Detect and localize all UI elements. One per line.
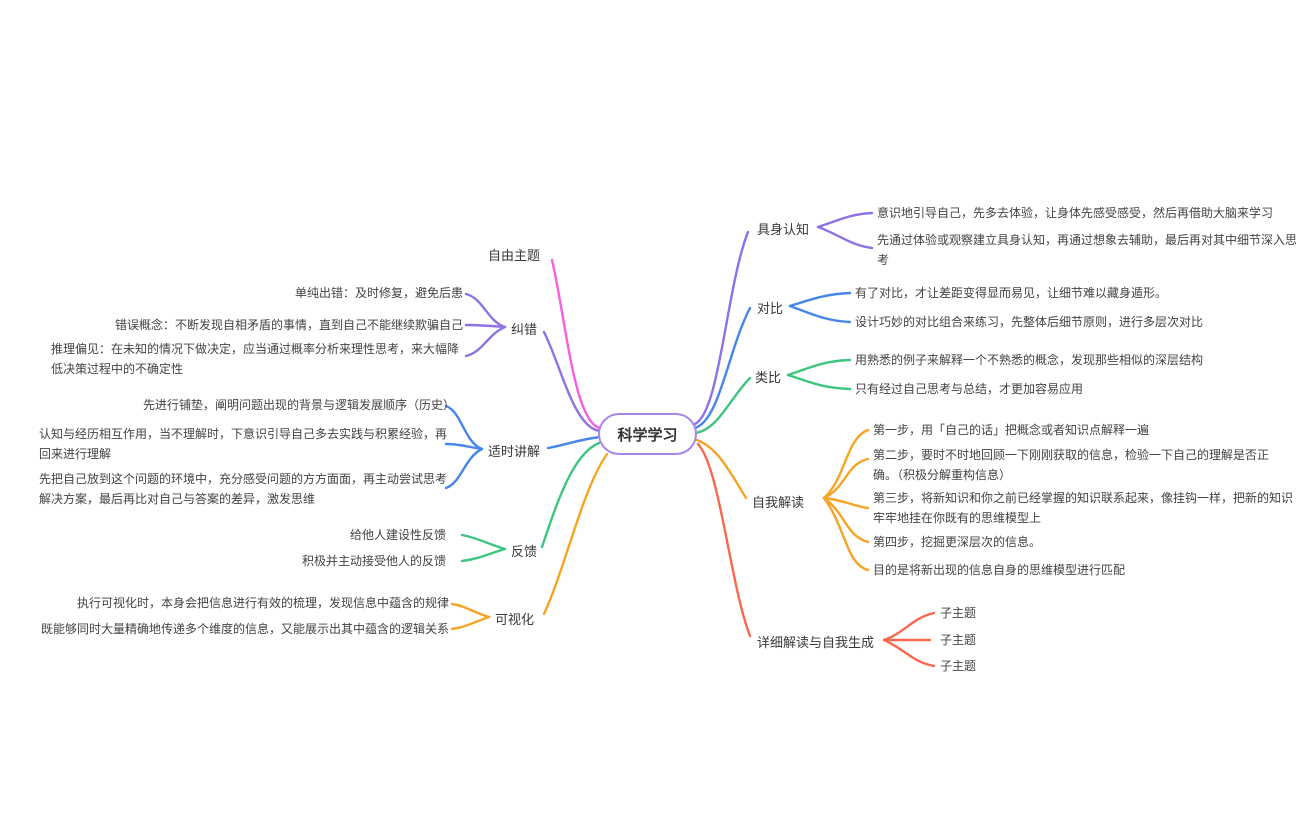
- branch-correct-errors[interactable]: 纠错: [511, 322, 538, 337]
- branch-timely-explain[interactable]: 适时讲解: [488, 444, 541, 459]
- fan-feedback-2: [460, 547, 507, 563]
- leaf-subtopic-3[interactable]: 子主题: [940, 659, 977, 673]
- connector-correct-errors: [542, 330, 602, 433]
- leaf-self-explain-1[interactable]: 第一步，用「自己的话」把概念或者知识点解释一遍: [873, 423, 1150, 437]
- leaf-correct-errors-3[interactable]: 推理偏见：在未知的情况下做决定，应当通过概率分析来理性思考，来大幅降低决策过程中…: [51, 342, 460, 376]
- branch-free-topic[interactable]: 自由主题: [488, 248, 541, 263]
- fan-contrast-1: [788, 291, 852, 308]
- fan-visualization-1: [450, 602, 491, 619]
- leaf-timely-explain-2[interactable]: 认知与经历相互作用，当不理解时，下意识引导自己多去实践与积累经验，再回来进行理解: [39, 427, 448, 461]
- leaf-contrast-1[interactable]: 有了对比，才让差距变得显而易见，让细节难以藏身遁形。: [855, 286, 1168, 300]
- leaf-visualization-2[interactable]: 既能够同时大量精确地传递多个维度的信息，又能展示出其中蕴含的逻辑关系: [40, 622, 449, 636]
- branch-feedback[interactable]: 反馈: [511, 544, 538, 559]
- branch-self-explanation[interactable]: 自我解读: [752, 495, 805, 510]
- connector-visualization: [542, 452, 609, 616]
- fan-analogy-2: [786, 373, 852, 391]
- fan-detailed-1: [882, 611, 936, 642]
- leaf-subtopic-2[interactable]: 子主题: [940, 633, 977, 647]
- branch-embodied-cognition[interactable]: 具身认知: [757, 222, 810, 237]
- connector-self-explanation: [695, 438, 748, 500]
- leaf-embodied-1[interactable]: 意识地引导自己，先多去体验，让身体先感受感受，然后再借助大脑来学习: [877, 206, 1274, 220]
- branch-visualization[interactable]: 可视化: [495, 612, 535, 627]
- leaf-analogy-2[interactable]: 只有经过自己思考与总结，才更加容易应用: [855, 382, 1084, 396]
- leaf-correct-errors-1[interactable]: 单纯出错：及时修复，避免后患: [294, 286, 463, 300]
- fan-self-explain-5: [822, 496, 870, 572]
- leaf-feedback-1[interactable]: 给他人建设性反馈: [349, 528, 446, 542]
- fan-self-explain-4: [822, 496, 870, 544]
- connector-detailed-reading: [696, 442, 752, 638]
- fan-contrast-2: [788, 304, 852, 324]
- connector-contrast: [693, 306, 752, 430]
- leaf-visualization-1[interactable]: 执行可视化时，本身会把信息进行有效的梳理，发现信息中蕴含的规律: [76, 596, 449, 610]
- fan-visualization-2: [450, 615, 491, 631]
- fan-correct-errors-2: [464, 323, 507, 329]
- leaf-contrast-2[interactable]: 设计巧妙的对比组合来练习，先整体后细节原则，进行多层次对比: [855, 315, 1204, 329]
- branch-detailed-reading[interactable]: 详细解读与自我生成: [757, 635, 875, 650]
- fan-timely-explain-1: [444, 404, 484, 451]
- leaf-correct-errors-2[interactable]: 错误概念：不断发现自相矛盾的事情，直到自己不能继续欺骗自己: [114, 318, 463, 332]
- connector-free-topic: [550, 258, 602, 430]
- leaf-timely-explain-1[interactable]: 先进行铺垫，阐明问题出现的背景与逻辑发展顺序（历史）: [142, 398, 455, 412]
- branch-contrast[interactable]: 对比: [757, 301, 784, 316]
- connector-timely-explain: [546, 435, 602, 450]
- fan-embodied-2: [816, 225, 874, 250]
- leaf-self-explain-3[interactable]: 第三步，将新知识和你之前已经掌握的知识联系起来，像挂钩一样，把新的知识牢牢地挂在…: [873, 491, 1294, 525]
- fan-correct-errors-3: [464, 325, 507, 358]
- central-topic-node[interactable]: 科学学习: [598, 413, 697, 455]
- fan-self-explain-2: [822, 457, 870, 500]
- fan-feedback-1: [460, 533, 507, 551]
- fan-correct-errors-1: [464, 292, 507, 329]
- fan-analogy-1: [786, 358, 852, 377]
- connector-feedback: [540, 441, 601, 549]
- connector-analogy: [693, 376, 752, 435]
- fan-timely-explain-2: [444, 442, 484, 451]
- leaf-self-explain-5[interactable]: 目的是将新出现的信息自身的思维模型进行匹配: [873, 563, 1126, 577]
- fan-self-explain-3: [822, 496, 870, 510]
- connector-embodied-cognition: [693, 230, 750, 426]
- leaf-self-explain-4[interactable]: 第四步，挖掘更深层次的信息。: [873, 535, 1042, 549]
- leaf-feedback-2[interactable]: 积极并主动接受他人的反馈: [301, 554, 446, 568]
- fan-detailed-3: [882, 638, 936, 668]
- leaf-analogy-1[interactable]: 用熟悉的例子来解释一个不熟悉的概念，发现那些相似的深层结构: [855, 353, 1204, 367]
- leaf-subtopic-1[interactable]: 子主题: [940, 606, 977, 620]
- fan-embodied-1: [816, 211, 874, 229]
- branch-analogy[interactable]: 类比: [755, 370, 782, 385]
- leaf-embodied-2[interactable]: 先通过体验或观察建立具身认知，再通过想象去辅助，最后再对其中细节深入思考: [877, 233, 1296, 267]
- fan-self-explain-1: [822, 428, 870, 500]
- leaf-self-explain-2[interactable]: 第二步，要时不时地回顾一下刚刚获取的信息，检验一下自己的理解是否正确。（积极分解…: [873, 448, 1270, 482]
- leaf-timely-explain-3[interactable]: 先把自己放到这个问题的环境中，充分感受问题的方方面面，再主动尝试思考解决方案，最…: [39, 472, 448, 506]
- fan-timely-explain-3: [444, 447, 484, 490]
